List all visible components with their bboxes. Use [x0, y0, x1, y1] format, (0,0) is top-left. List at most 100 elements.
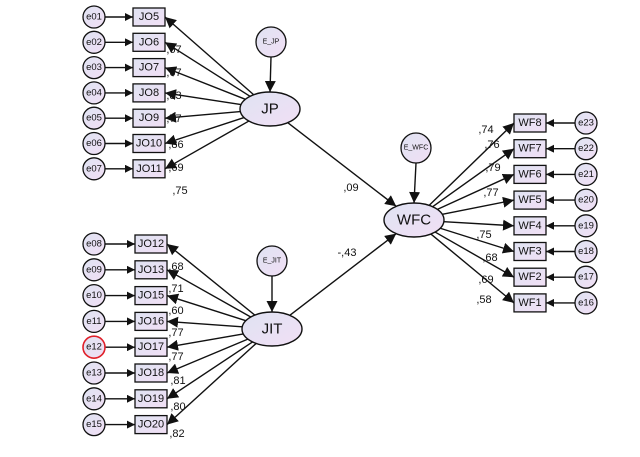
error-term-e06[interactable] [82, 131, 106, 156]
error-term-e19[interactable] [574, 214, 598, 238]
error-label: e20 [578, 195, 594, 206]
observed-variable-box[interactable] [513, 241, 547, 262]
error-term-e22[interactable] [574, 137, 598, 161]
error-label: e23 [578, 118, 594, 129]
observed-variable-box[interactable] [513, 139, 547, 159]
latent-ellipse[interactable] [239, 91, 301, 127]
observed-variable-box[interactable] [513, 267, 547, 287]
error-term-e11[interactable] [82, 309, 106, 334]
observed-variable-box[interactable] [132, 57, 166, 78]
observed-variable-box[interactable] [134, 414, 168, 435]
observed-variable-box[interactable] [134, 389, 168, 409]
disturbance-label: E_JIT [263, 258, 282, 265]
loading-label: ,83 [166, 90, 181, 102]
observed-variable-box[interactable] [134, 260, 168, 280]
error-term-e08[interactable] [82, 232, 106, 256]
disturbance-jp[interactable]: E_JP [255, 26, 287, 58]
error-label: e04 [86, 87, 102, 98]
observed-variable-box[interactable] [132, 159, 166, 179]
error-term-e02[interactable] [82, 30, 106, 54]
error-term-e07[interactable] [82, 157, 106, 181]
observed-variable-box[interactable] [134, 363, 168, 383]
observed-variable-box[interactable] [134, 311, 168, 332]
structural-path-jp-wfc [287, 122, 397, 207]
disturbance-jit[interactable]: E_JIT [256, 245, 288, 277]
observed-variable-label: WF7 [518, 143, 541, 155]
observed-variable-box[interactable] [132, 32, 166, 52]
latent-jit[interactable]: JIT [241, 311, 303, 347]
observed-variable-box[interactable] [134, 337, 168, 357]
labels-layer: ,67,67,83,77,86,69,75,68,71,60,77,77,81,… [166, 44, 500, 440]
error-term-e14[interactable] [82, 387, 106, 411]
observed-variable-box[interactable] [513, 164, 547, 185]
error-term-e20[interactable] [574, 188, 598, 212]
error-label: e17 [578, 272, 594, 283]
observed-variable-box[interactable] [132, 108, 166, 128]
latent-wfc[interactable]: WFC [383, 202, 445, 238]
observed-variable-box[interactable] [134, 234, 168, 254]
latent-ellipse[interactable] [241, 311, 303, 347]
error-term-e23[interactable] [574, 111, 598, 135]
disturbance-circle[interactable] [400, 132, 432, 164]
error-term-e01[interactable] [82, 5, 106, 29]
loading-arrow [166, 342, 257, 426]
observed-variable-box[interactable] [132, 83, 166, 103]
loading-arrow [166, 269, 252, 318]
loading-label: ,74 [478, 124, 493, 136]
error-term-e10[interactable] [82, 283, 106, 308]
observed-variable-box[interactable] [134, 285, 168, 306]
disturbance-wfc[interactable]: E_WFC [400, 132, 432, 164]
error-term-e05[interactable] [82, 106, 106, 130]
error-term-e09[interactable] [82, 258, 106, 282]
observed-variable-box[interactable] [513, 113, 547, 133]
latent-label: WFC [397, 212, 431, 229]
error-label: e16 [578, 297, 594, 308]
loading-label: ,77 [483, 187, 498, 199]
latent-jp[interactable]: JP [239, 91, 301, 127]
disturbance-circle[interactable] [255, 26, 287, 58]
observed-variable-box[interactable] [513, 293, 547, 313]
disturbance-circle[interactable] [256, 245, 288, 277]
error-term-e12[interactable] [82, 335, 106, 360]
observed-variable-box[interactable] [513, 190, 547, 210]
loading-label: ,71 [168, 283, 183, 295]
observed-variable-box[interactable] [132, 7, 166, 27]
observed-variable-label: JO18 [138, 367, 164, 379]
latent-ellipse[interactable] [383, 202, 445, 238]
error-term-e17[interactable] [574, 265, 598, 289]
observed-variable-box[interactable] [132, 133, 166, 154]
error-term-e16[interactable] [574, 291, 598, 315]
error-term-e04[interactable] [82, 81, 106, 105]
observed-variable-box[interactable] [513, 216, 547, 236]
error-term-e21[interactable] [574, 162, 598, 187]
error-term-e15[interactable] [82, 412, 106, 437]
error-term-e03[interactable] [82, 55, 106, 80]
error-term-e18[interactable] [574, 239, 598, 264]
observed-variable-label: JO16 [138, 315, 164, 327]
error-term-e13[interactable] [82, 361, 106, 385]
